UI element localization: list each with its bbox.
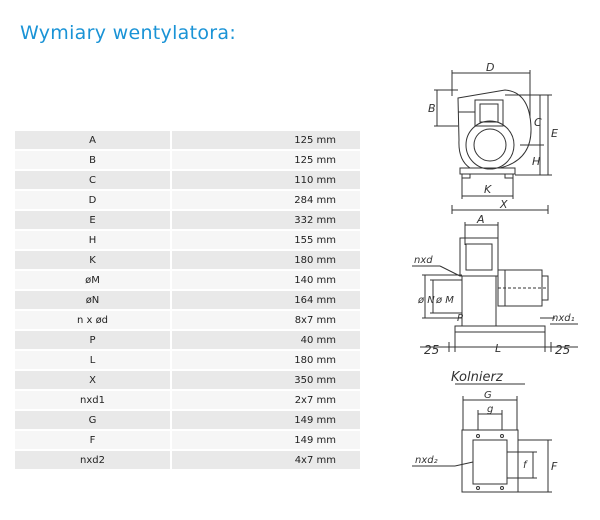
dimension-value: 125 mm	[171, 131, 360, 151]
dimension-name: nxd2	[15, 450, 172, 471]
dimension-name: K	[15, 250, 172, 271]
dimension-value: 350 mm	[171, 370, 360, 391]
label-nxd1: nxd₁	[552, 313, 575, 324]
dimension-name: H	[15, 230, 172, 251]
dimension-name: L	[15, 350, 172, 371]
label-X: X	[499, 198, 508, 211]
label-A: A	[476, 213, 485, 226]
dimension-name: n x ød	[15, 310, 172, 331]
label-nxd: nxd	[414, 255, 433, 266]
dimension-name: G	[15, 410, 172, 431]
dimension-name: F	[15, 430, 172, 451]
label-G: G	[484, 390, 492, 401]
dimension-name: A	[15, 131, 172, 151]
dimension-name: C	[15, 170, 172, 191]
dimension-value: 164 mm	[171, 290, 360, 311]
label-H: H	[532, 155, 540, 168]
dimension-value: 4x7 mm	[171, 450, 360, 471]
label-K: K	[484, 183, 492, 196]
label-oN: ø N	[417, 295, 435, 306]
label-C: C	[534, 116, 542, 129]
label-f: f	[523, 460, 528, 471]
dimension-value: 332 mm	[171, 210, 360, 231]
dimension-value: 125 mm	[171, 150, 360, 171]
fan-dimension-drawing: D B C E H K X A nxd ø N ø M P nxd₁ 25 L …	[412, 61, 578, 493]
dimension-value: 2x7 mm	[171, 390, 360, 411]
dimension-name: D	[15, 190, 172, 211]
flange-view	[412, 383, 552, 493]
label-D: D	[486, 61, 494, 74]
label-25-left: 25	[424, 343, 439, 357]
page-title: Wymiary wentylatora:	[20, 22, 237, 44]
label-oM: ø M	[435, 295, 454, 306]
label-kolnierz: Kolnierz	[451, 370, 504, 385]
label-F: F	[551, 460, 558, 473]
label-nxd2: nxd₂	[415, 455, 438, 466]
dimension-value: 180 mm	[171, 350, 360, 371]
label-B: B	[428, 102, 436, 115]
label-L: L	[495, 342, 501, 355]
label-g: g	[487, 404, 493, 415]
dimension-name: øN	[15, 290, 172, 311]
dimension-value: 149 mm	[171, 410, 360, 431]
dimension-value: 149 mm	[171, 430, 360, 451]
dimension-name: P	[15, 330, 172, 351]
dimension-name: øM	[15, 270, 172, 291]
dimension-name: E	[15, 210, 172, 231]
dimension-name: B	[15, 150, 172, 171]
fan-side-view	[434, 70, 552, 214]
label-P: P	[457, 313, 464, 324]
dimension-value: 155 mm	[171, 230, 360, 251]
motor-side-view	[412, 222, 578, 352]
dimension-value: 40 mm	[171, 330, 360, 351]
dimension-value: 284 mm	[171, 190, 360, 211]
dimension-value: 180 mm	[171, 250, 360, 271]
dimension-value: 8x7 mm	[171, 310, 360, 331]
dimension-name: nxd1	[15, 390, 172, 411]
dimension-value: 140 mm	[171, 270, 360, 291]
dimension-value: 110 mm	[171, 170, 360, 191]
label-E: E	[551, 127, 558, 140]
label-25-right: 25	[555, 343, 570, 357]
dimension-name: X	[15, 370, 172, 391]
